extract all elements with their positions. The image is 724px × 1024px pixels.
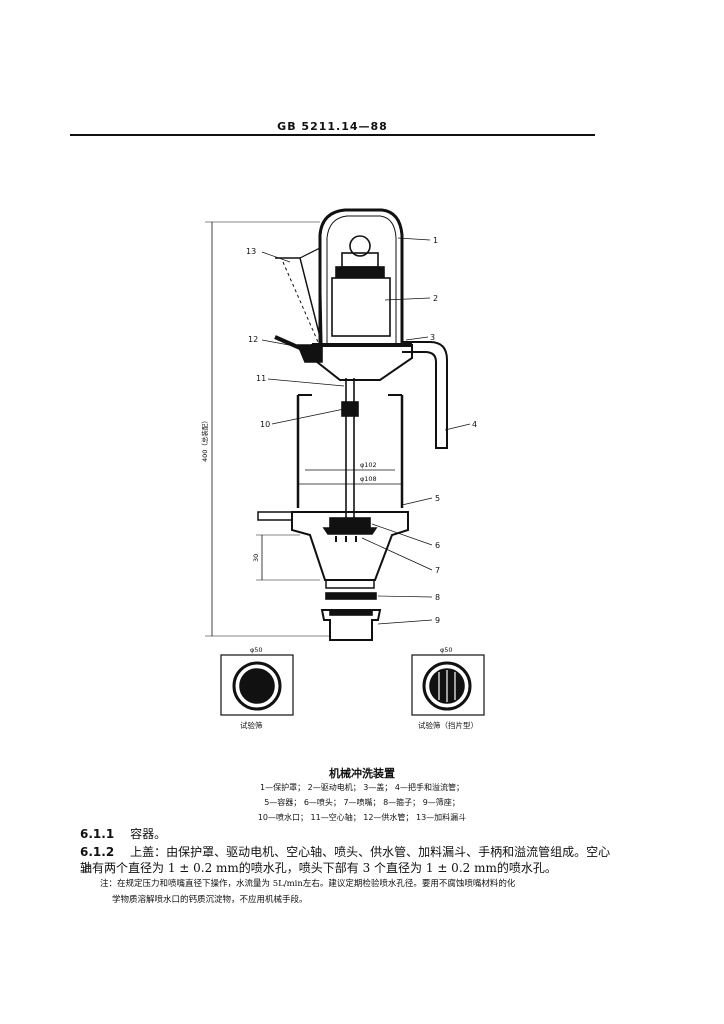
section-6-1-1: 6.1.1 容器。 (80, 826, 620, 842)
lid (311, 344, 413, 381)
callout-3: 3 (430, 333, 435, 342)
callout-5: 5 (435, 494, 440, 503)
sieve-left (232, 661, 282, 711)
callout-12: 12 (248, 335, 258, 344)
callout-10: 10 (260, 420, 270, 429)
dim-d108-label: φ108 (360, 475, 377, 483)
figure-title: 机械冲洗装置 (329, 767, 395, 780)
section-text: 容器。 (130, 827, 167, 841)
sieve-right (422, 661, 472, 711)
callout-1: 1 (433, 236, 438, 245)
callout-13: 13 (246, 247, 256, 256)
note-line-2: 学物质溶解喷水口的钙质沉淀物，不应用机械手段。 (112, 895, 308, 905)
dim-d50-left-label: φ50 (250, 646, 263, 654)
callout-9: 9 (435, 616, 440, 625)
header-rule (70, 134, 595, 136)
dim-height-label: 400（总装配） (200, 417, 209, 462)
motor-hanger (349, 235, 371, 257)
dim-d102-label: φ102 (360, 461, 377, 469)
sieve-left-label: 试验筛 (240, 720, 263, 730)
hoop (325, 592, 377, 600)
callout-4: 4 (472, 420, 477, 429)
callout-6: 6 (435, 541, 440, 550)
sieve-base (320, 609, 382, 641)
sieve-right-label: 试验筛（挡片型） (418, 720, 478, 730)
note-line-1: 注：在规定压力和喷嘴直径下操作，水流量为 5L/min左右。建议定期检验喷水孔径… (100, 879, 516, 889)
container (296, 395, 404, 508)
apparatus-figure: 1 2 3 4 5 6 7 8 9 10 11 12 13 400（总装配） 3… (200, 208, 485, 730)
feed-hopper (275, 257, 323, 346)
overflow-pipe (402, 341, 448, 449)
legend-line-2: 5—容器； 6—喷头； 7—喷嘴； 8—箍子； 9—筛座； (264, 798, 460, 807)
section-number: 6.1.2 (80, 845, 115, 859)
spray-head (329, 517, 371, 529)
spray-nozzles (335, 536, 357, 542)
callout-7: 7 (435, 566, 440, 575)
callout-2: 2 (433, 294, 438, 303)
sieve-right-frame (411, 654, 485, 716)
protective-hood (318, 208, 404, 345)
dim-d50-right-label: φ50 (440, 646, 453, 654)
page-header: GB 5211.14—88 (277, 120, 388, 133)
legend-line-1: 1—保护罩； 2—驱动电机； 3—盖； 4—把手和溢流管； (260, 783, 464, 792)
dim-30-label: 30 (252, 554, 260, 562)
drive-motor (331, 277, 391, 337)
callout-8: 8 (435, 593, 440, 602)
section-6-1-2-continued: 上有两个直径为 1 ± 0.2 mm的喷水孔，喷头下部有 3 个直径为 1 ± … (80, 861, 557, 875)
legend-line-3: 10—喷水口； 11—空心轴； 12—供水管； 13—加料漏斗 (257, 813, 467, 822)
section-text: 上盖：由保护罩、驱动电机、空心轴、喷头、供水管、加料漏斗、手柄和溢流管组成。空心… (80, 845, 611, 875)
section-number: 6.1.1 (80, 827, 115, 841)
callout-11: 11 (256, 374, 266, 383)
frame-flange (257, 511, 293, 521)
